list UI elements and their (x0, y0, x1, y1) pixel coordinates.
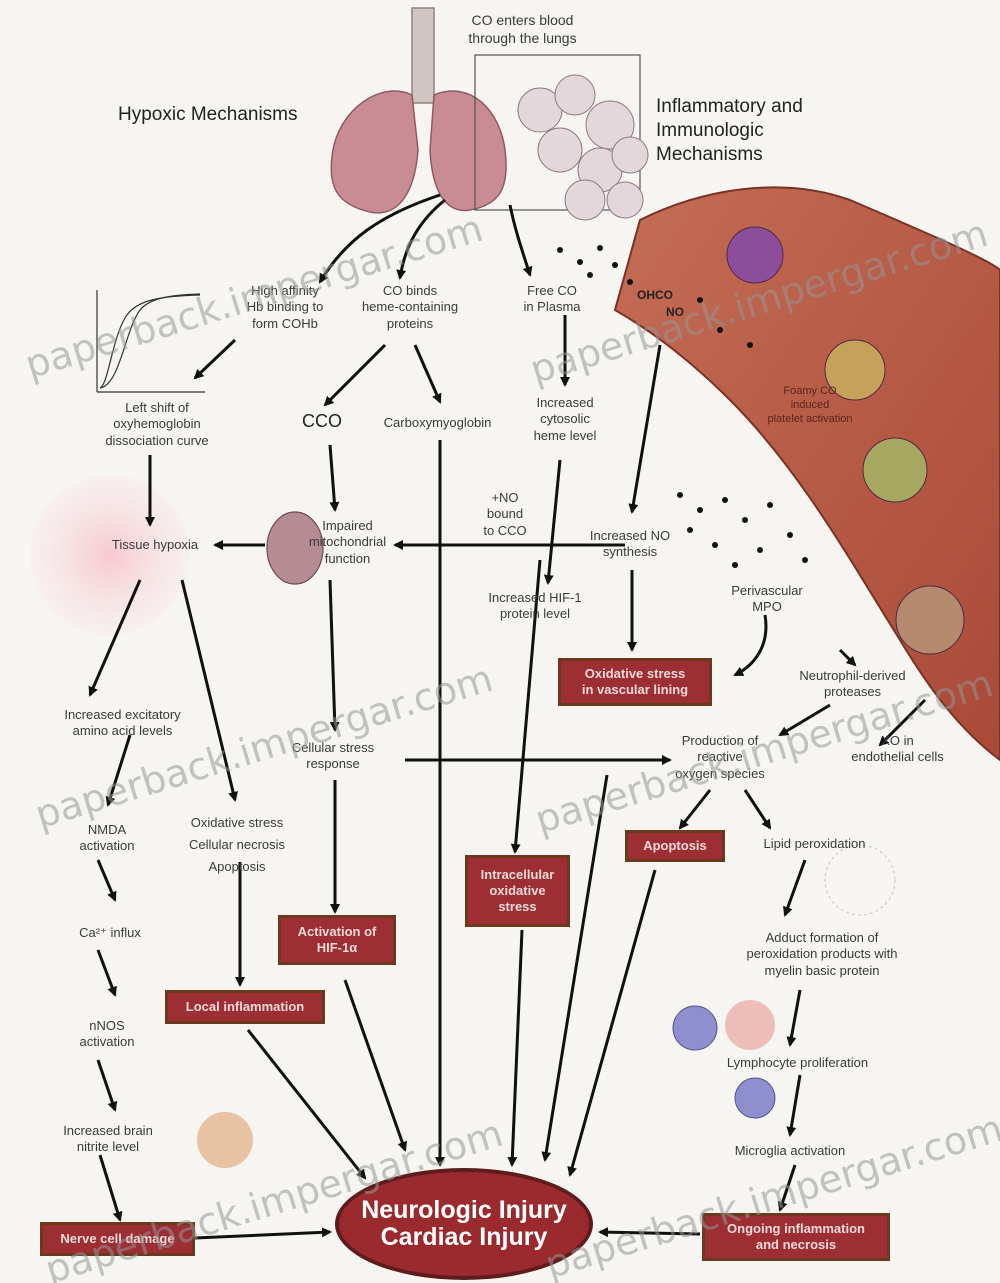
node-free-co: Free CO in Plasma (512, 283, 592, 316)
hypoxia-region (30, 475, 190, 635)
node-lymphocyte: Lymphocyte proliferation (700, 1055, 895, 1071)
vessel-label-ohco: OHCO (625, 288, 685, 303)
right-lung (430, 91, 506, 210)
left-lung (331, 91, 418, 213)
lymphocyte-cell-2 (735, 1078, 775, 1118)
node-increased-no: Increased NO synthesis (565, 528, 695, 561)
inflammatory-mechanisms-title: Inflammatory and Immunologic Mechanisms (656, 95, 856, 166)
myelin-glia (825, 845, 895, 915)
inflamed-cell (725, 1000, 775, 1050)
node-lipid: Lipid peroxidation (742, 836, 887, 852)
lymphocyte-cell (673, 1006, 717, 1050)
node-excitatory: Increased excitatory amino acid levels (40, 707, 205, 740)
co-entry-label: CO enters blood through the lungs (440, 12, 605, 47)
node-increased-heme: Increased cytosolic heme level (515, 395, 615, 444)
node-no-bound: +NO bound to CCO (470, 490, 540, 539)
node-nitrite: Increased brain nitrite level (48, 1123, 168, 1156)
box-oxidative-vascular: Oxidative stress in vascular lining (558, 658, 712, 706)
hypoxic-mechanisms-title: Hypoxic Mechanisms (118, 103, 298, 127)
node-foam: Foamy CO induced platelet activation (755, 385, 865, 426)
node-nnos: nNOS activation (62, 1018, 152, 1051)
box-intracellular: Intracellular oxidative stress (465, 855, 570, 927)
node-perivascular-mpo: Perivascular MPO (712, 583, 822, 616)
node-adduct: Adduct formation of peroxidation product… (722, 930, 922, 979)
node-ca-influx: Ca²⁺ influx (55, 925, 165, 941)
node-tissue-hypoxia: Tissue hypoxia (90, 537, 220, 553)
box-hif-activation: Activation of HIF-1α (278, 915, 396, 965)
node-mitochondrial: Impaired mitochondrial function (290, 518, 405, 567)
outcome-cardiac: Cardiac Injury (381, 1224, 548, 1252)
alveoli-cluster (518, 75, 648, 220)
node-left-shift: Left shift of oxyhemoglobin dissociation… (82, 400, 232, 449)
node-hif-level: Increased HIF-1 protein level (470, 590, 600, 623)
node-oxidative-stress: Oxidative stress Cellular necrosis Apopt… (162, 812, 312, 878)
node-co-binds: CO binds heme-containing proteins (345, 283, 475, 332)
box-apoptosis: Apoptosis (625, 830, 725, 862)
nerve-cell (197, 1112, 253, 1168)
outcome-neurologic: Neurologic Injury (361, 1197, 567, 1225)
node-cco: CCO (292, 410, 352, 433)
trachea (412, 8, 434, 103)
box-local-inflammation: Local inflammation (165, 990, 325, 1024)
node-carboxymyoglobin: Carboxymyoglobin (370, 415, 505, 431)
